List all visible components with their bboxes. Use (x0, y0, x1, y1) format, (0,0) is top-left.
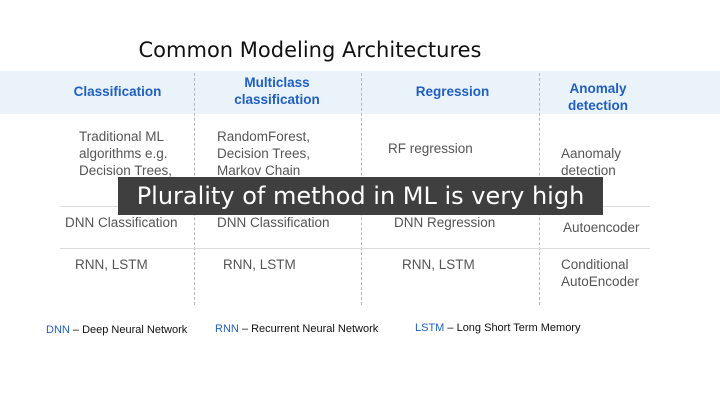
table-cell: DNN Regression (394, 215, 496, 230)
legend-text: – Long Short Term Memory (444, 322, 581, 334)
table-cell: Traditional ML algorithms e.g. Decision … (79, 129, 173, 178)
table-cell: Conditional AutoEncoder (561, 257, 640, 289)
table-cell: RandomForest, Decision Trees, Markov Cha… (217, 129, 311, 178)
table-cell: DNN Classification (65, 215, 178, 230)
table-header-band (0, 71, 720, 114)
legend-abbr: DNN (46, 324, 70, 336)
legend-item-lstm: LSTM – Long Short Term Memory (415, 322, 580, 334)
table-cell: DNN Classification (217, 215, 330, 230)
legend-item-rnn: RNN – Recurrent Neural Network (215, 323, 378, 335)
column-header-classification: Classification (73, 84, 162, 99)
table-cell: Autoencoder (563, 220, 640, 235)
legend-abbr: LSTM (415, 322, 445, 334)
row-divider (60, 248, 650, 249)
legend-item-dnn: DNN – Deep Neural Network (46, 324, 187, 336)
table-cell: RNN, LSTM (75, 257, 148, 272)
table-cell: Aanomaly detection (561, 146, 622, 178)
legend-text: – Deep Neural Network (69, 324, 188, 336)
slide-title: Common Modeling Architectures (138, 38, 482, 62)
table-cell: RNN, LSTM (402, 257, 475, 272)
legend-abbr: RNN (215, 323, 239, 335)
table-cell: RF regression (388, 141, 473, 156)
table-cell: RNN, LSTM (223, 257, 296, 272)
column-header-anomaly: Anomaly detection (567, 81, 628, 113)
caption-banner: Plurality of method in ML is very high (118, 177, 603, 215)
column-header-regression: Regression (415, 84, 490, 99)
column-header-multiclass: Multiclass classification (234, 75, 320, 107)
legend-text: – Recurrent Neural Network (238, 323, 379, 335)
